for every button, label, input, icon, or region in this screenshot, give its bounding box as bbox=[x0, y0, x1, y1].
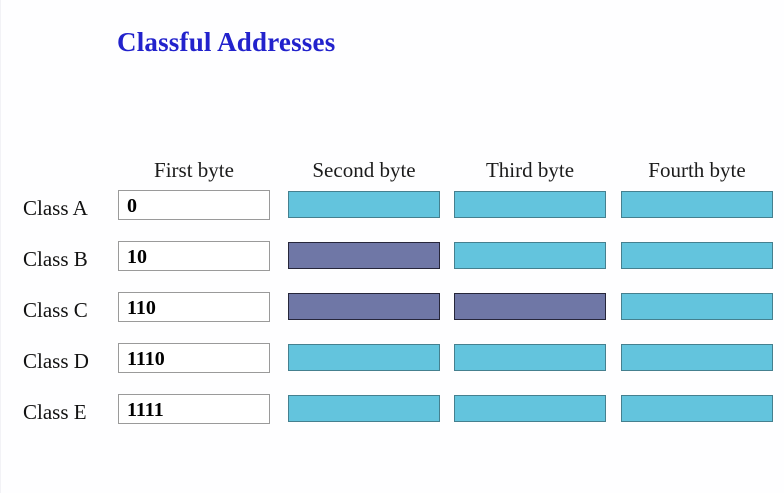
table-header-row: First byte Second byte Third byte Fourth… bbox=[1, 158, 784, 190]
byte-cell-class-b-second bbox=[288, 242, 440, 269]
byte-cell-class-a-second bbox=[288, 191, 440, 218]
row-label-class-e: Class E bbox=[23, 400, 87, 424]
prefix-value-class-a: 0 bbox=[127, 195, 137, 217]
table-row: Class B 10 bbox=[1, 241, 784, 292]
byte-cell-class-d-third bbox=[454, 344, 606, 371]
prefix-value-class-b: 10 bbox=[127, 246, 147, 268]
byte-cell-class-e-fourth bbox=[621, 395, 773, 422]
row-label-class-b: Class B bbox=[23, 247, 88, 271]
byte-cell-class-d-fourth bbox=[621, 344, 773, 371]
prefix-box-class-b: 10 bbox=[118, 241, 270, 271]
table-row: Class D 1110 bbox=[1, 343, 784, 394]
prefix-box-class-d: 1110 bbox=[118, 343, 270, 373]
byte-cell-class-a-third bbox=[454, 191, 606, 218]
prefix-box-class-c: 110 bbox=[118, 292, 270, 322]
byte-cell-class-b-third bbox=[454, 242, 606, 269]
page-title: Classful Addresses bbox=[117, 27, 336, 57]
prefix-box-class-a: 0 bbox=[118, 190, 270, 220]
byte-cell-class-c-second bbox=[288, 293, 440, 320]
column-header-first-byte: First byte bbox=[154, 158, 234, 182]
column-header-fourth-byte: Fourth byte bbox=[648, 158, 746, 182]
byte-cell-class-a-fourth bbox=[621, 191, 773, 218]
column-header-second-byte: Second byte bbox=[312, 158, 416, 182]
table-row: Class C 110 bbox=[1, 292, 784, 343]
classful-address-table: First byte Second byte Third byte Fourth… bbox=[1, 158, 784, 445]
row-label-class-d: Class D bbox=[23, 349, 89, 373]
byte-cell-class-e-third bbox=[454, 395, 606, 422]
byte-cell-class-c-third bbox=[454, 293, 606, 320]
table-row: Class E 1111 bbox=[1, 394, 784, 445]
byte-cell-class-e-second bbox=[288, 395, 440, 422]
prefix-box-class-e: 1111 bbox=[118, 394, 270, 424]
byte-cell-class-c-fourth bbox=[621, 293, 773, 320]
byte-cell-class-b-fourth bbox=[621, 242, 773, 269]
prefix-value-class-d: 1110 bbox=[127, 348, 165, 370]
row-label-class-c: Class C bbox=[23, 298, 88, 322]
row-label-class-a: Class A bbox=[23, 196, 88, 220]
table-row: Class A 0 bbox=[1, 190, 784, 241]
prefix-value-class-c: 110 bbox=[127, 297, 156, 319]
byte-cell-class-d-second bbox=[288, 344, 440, 371]
prefix-value-class-e: 1111 bbox=[127, 399, 164, 421]
column-header-third-byte: Third byte bbox=[485, 158, 575, 182]
